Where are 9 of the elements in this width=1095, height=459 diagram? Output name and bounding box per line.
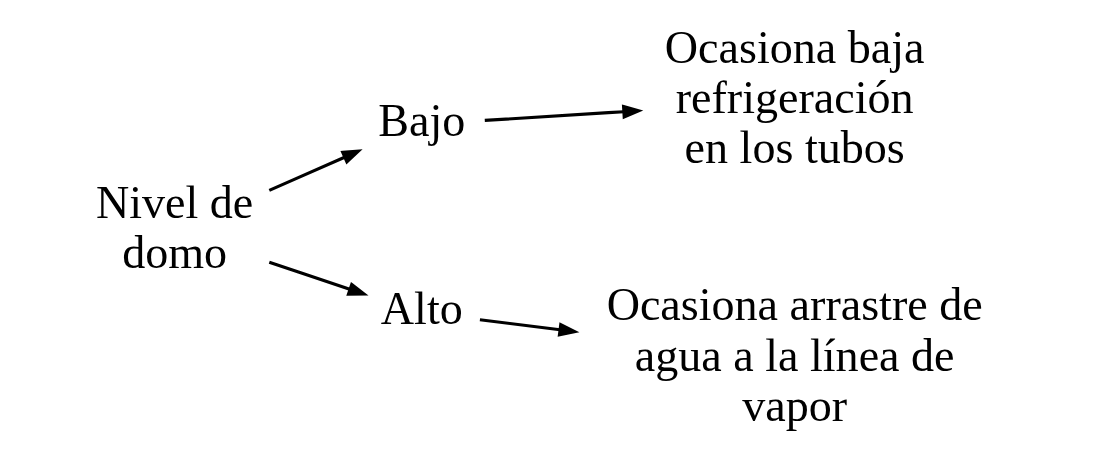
arrow <box>268 148 363 192</box>
node-text: Nivel de domo <box>95 176 254 278</box>
arrow <box>479 317 580 337</box>
node-text: Ocasiona arrastre de agua a la línea de vapor <box>606 278 983 431</box>
node-text: Bajo <box>378 94 466 146</box>
node-text: Ocasiona baja refrigeración en los tubos <box>664 21 925 173</box>
arrow <box>268 260 369 296</box>
arrow <box>484 104 644 122</box>
node-text: Alto <box>380 282 463 334</box>
